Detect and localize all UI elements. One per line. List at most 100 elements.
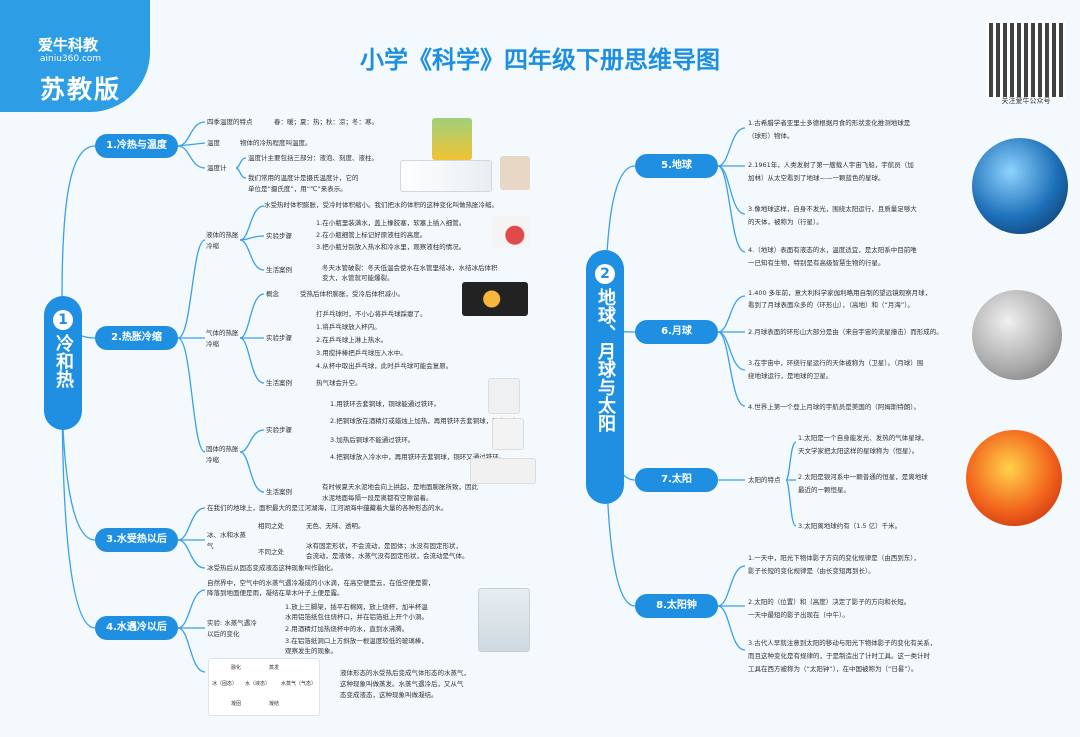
b6-item-4a: 4.世界上第一个登上月球的宇航员是美国的（阿姆斯特朗）。 — [748, 402, 920, 412]
b2-gas-step-3: 3.用搅拌棒把乒乓球压入水中。 — [316, 348, 407, 358]
b7-item-2b: 最近的一颗恒星。 — [798, 485, 850, 495]
b2-liq-step-2: 2.在小瓶细管上标记好原液柱的高度。 — [316, 230, 426, 240]
cycle-evaporate: 蒸发 — [269, 663, 279, 673]
branch-4[interactable]: 4.水遇冷以后 — [95, 616, 178, 640]
b5-item-4b: 一已知有生物，特别是有高级智慧生物的行星。 — [748, 258, 885, 268]
b8-item-2a: 2.太阳的（位置）和（高度）决定了影子的方向和长短。 — [748, 597, 910, 607]
branch-8[interactable]: 8.太阳钟 — [635, 594, 718, 618]
b2-gas-step-2: 2.在乒乓球上淋上热水。 — [316, 335, 387, 345]
b4-step-5: 观察发生的现象。 — [285, 646, 337, 656]
b2-liq-life-1: 冬天水管破裂：冬天低温会使水在水管里结冰，水结冰后体积 — [322, 263, 498, 273]
b1-v3a: 温度计主要包括三部分：液泡、刻度、液柱。 — [248, 153, 378, 163]
b5-item-3b: 的天体，被称为（行星）。 — [748, 217, 823, 227]
b3-group: 冰、水和水蒸气 — [207, 530, 247, 552]
b2-gas-step-4: 4.从杯中取出乒乓球，此时乒乓球可能会复原。 — [316, 361, 452, 371]
b3-intro: 在我们的地球上，面积最大的是江河湖海，江河湖海中蕴藏着大量的各种形态的水。 — [207, 503, 448, 513]
b2-life-gas: 生活案例 — [266, 378, 292, 388]
b2-exp-solid: 实验步骤 — [266, 425, 292, 435]
b5-item-3a: 3.像地球这样，自身不发光，围绕太阳运行，且质量足够大 — [748, 204, 917, 214]
b3-same-k: 相同之处 — [258, 521, 284, 531]
b2-solid: 固体的热胀冷缩 — [206, 444, 240, 466]
earth-image — [972, 138, 1068, 234]
b8-item-1b: 影子长短的变化规律是（由长变短再到长）。 — [748, 566, 875, 576]
b2-gas-step-1: 1.将乒乓球放入杯内。 — [316, 322, 381, 332]
b2-exp-gas: 实验步骤 — [266, 333, 292, 343]
main-topic-number: 2 — [595, 264, 615, 284]
b2-liq-step-3: 3.把小瓶分别放入热水和冷水里，观察液柱的情况。 — [316, 242, 465, 252]
b1-v3b: 我们常用的温度计是摄氏温度计，它的 — [248, 173, 359, 183]
cooling-image — [470, 458, 536, 484]
hand-thermometer-image — [500, 156, 530, 190]
branch-3[interactable]: 3.水受热以后 — [95, 528, 178, 552]
b5-item-1a: 1.古希腊学者亚里士多德根据月食的形状变化推测地球是 — [748, 118, 910, 128]
b3-diff-k: 不同之处 — [258, 547, 284, 557]
b2-solid-life-1: 有时候夏天水泥地会向上拱起，是地面膨胀所致，因此 — [322, 482, 478, 492]
moon-image — [972, 290, 1062, 380]
b3-diff-v1: 冰有固定形状，不会流动，是固体；水没有固定形状， — [306, 541, 462, 551]
cycle-water: 水（液态） — [245, 679, 270, 689]
b2-life-solid: 生活案例 — [266, 487, 292, 497]
sunflower-image — [432, 118, 472, 160]
main-topic-label: 冷和热 — [52, 334, 74, 388]
b2-concept: 概念 — [266, 289, 279, 299]
b2-liq-step-1: 1.在小瓶里装满水，盖上橡胶塞，软塞上插入细管。 — [316, 218, 465, 228]
b2-liq-life-2: 变大，水管就可能爆裂。 — [322, 273, 394, 283]
b4-summary-2: 这种现象叫做蒸发。水蒸气遇冷后，又从气 — [340, 679, 464, 689]
b4-step-3: 2.用酒精灯加热烧杯中的水，直到水沸腾。 — [285, 624, 408, 634]
b5-item-1b: （球形）物体。 — [748, 131, 794, 141]
b4-step-1: 1.放上三脚架，插平石棉网，放上烧杯，加半杯温 — [285, 602, 428, 612]
main-topic-number: 1 — [53, 310, 73, 330]
branch-1[interactable]: 1.冷热与温度 — [95, 134, 178, 158]
b1-k2: 温度 — [207, 138, 220, 148]
b3-melt: 冰受热后从固态变成液态这种现象叫作融化。 — [207, 563, 337, 573]
b4-exp: 实验: 水蒸气遇冷以后的变化 — [207, 618, 263, 640]
b4-summary-3: 态变成液态，这种现象叫做凝结。 — [340, 690, 438, 700]
thermometer-image — [400, 160, 492, 192]
b4-step-4: 3.在铝箔纸洞口上方斜放一根温度较低的玻璃棒， — [285, 636, 428, 646]
branch-7[interactable]: 7.太阳 — [635, 468, 718, 492]
b8-item-3b: 而且这种变化是有规律的，于是制造出了计时工具。这一类计时 — [748, 651, 930, 661]
b1-v3c: 单位是“摄氏度”，用“℃”来表示。 — [248, 184, 347, 194]
b8-item-2b: 一天中最短的影子出现在（中午）。 — [748, 610, 849, 620]
b6-item-1a: 1.400 多年前，意大利科学家伽利略用自制的望远镜观察月球， — [748, 288, 931, 298]
b2-solid-life-2: 水泥地面每隔一段是离都有空隙留着。 — [322, 493, 433, 503]
b2-life-liquid: 生活案例 — [266, 265, 292, 275]
b8-item-3a: 3.古代人早就注意到太阳的移动与阳光下物体影子的变化有关系， — [748, 638, 936, 648]
b2-liq-intro: 水受热时体积膨胀，受冷时体积缩小。我们把水的体积的这种变化叫做热胀冷缩。 — [264, 200, 498, 210]
main-topic-cold-and-heat[interactable]: 1 冷和热 — [44, 296, 82, 430]
branch-2[interactable]: 2.热胀冷缩 — [95, 326, 178, 350]
pingpong-image — [462, 282, 528, 316]
water-cycle-diagram: 冰（固态） 水（液态） 水蒸气（气态） 融化 凝固 蒸发 凝结 — [208, 658, 320, 716]
branch-6[interactable]: 6.月球 — [635, 320, 718, 344]
b2-exp-liquid: 实验步骤 — [266, 231, 292, 241]
b2-solid-step-1: 1.用铁环去套铜球，铜球能通过铁环。 — [330, 399, 440, 409]
cycle-condense: 凝结 — [269, 699, 279, 709]
b7-item-2a: 2.太阳是银河系中一颗普通的恒星，是离地球 — [798, 472, 928, 482]
b8-item-1a: 1.一天中，阳光下物体影子方向的变化规律是（由西到东）， — [748, 553, 920, 563]
branch-5[interactable]: 5.地球 — [635, 154, 718, 178]
sun-image — [966, 430, 1062, 526]
b2-gas-step-0: 打乒乓球时，不小心将乒乓球踩瘪了。 — [316, 309, 427, 319]
cycle-melt: 融化 — [231, 663, 241, 673]
cycle-vapor: 水蒸气（气态） — [281, 679, 316, 689]
b4-intro-1: 自然界中，空气中的水蒸气遇冷凝成的小水滴，在高空便是云，在低空便是雾， — [207, 578, 435, 588]
b7-item-3a: 3.太阳离地球约有（1.5 亿）千米。 — [798, 521, 901, 531]
b2-gas: 气体的热胀冷缩 — [206, 328, 240, 350]
main-topic-label: 地球、月球与太阳 — [594, 288, 616, 432]
b4-step-2: 水用铝箔纸包住烧杯口，并在铝箔纸上开个小洞。 — [285, 612, 428, 622]
b7-item-1a: 1.太阳是一个自身能发光、发热的气体星球， — [798, 433, 928, 443]
b2-solid-step-3: 3.加热后铜球不能通过铁环。 — [330, 435, 414, 445]
main-topic-earth-moon-sun[interactable]: 2 地球、月球与太阳 — [586, 250, 624, 504]
cycle-ice: 冰（固态） — [212, 679, 237, 689]
b4-intro-2: 降落到地面便是雨，凝结在草木叶子上便是露。 — [207, 588, 344, 598]
b6-item-1b: 看到了月球表面众多的（环形山），（高地）和（“月海”）。 — [748, 300, 914, 310]
cycle-freeze: 凝固 — [231, 699, 241, 709]
b6-item-3a: 3.在宇宙中，环绕行星运行的天体被称为（卫星）。（月球）围 — [748, 358, 923, 368]
b6-item-3b: 绕地球运行，是地球的卫星。 — [748, 371, 833, 381]
b1-k3: 温度计 — [207, 163, 227, 173]
b1-k1: 四季温度的特点 — [207, 117, 253, 127]
b7-item-1b: 天文学家把太阳这样的星球称为（恒星）。 — [798, 446, 918, 456]
b4-summary-1: 液体形态的水受热后变成气体形态的水蒸气， — [340, 668, 470, 678]
b3-diff-v2: 会流动，是液体，水蒸气没有固定形状，会流动是气体。 — [306, 551, 469, 561]
